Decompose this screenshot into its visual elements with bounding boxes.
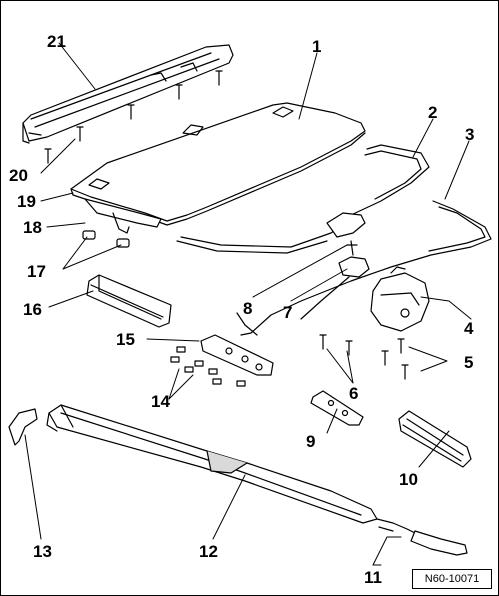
rear-seal-part [376,518,468,556]
motor-part [370,266,430,332]
callout-8: 8 [243,299,252,318]
callout-20: 20 [9,166,28,185]
callout-9: 9 [306,432,315,451]
callout-14: 14 [151,392,170,411]
front-bow-part [22,44,234,144]
callout-13: 13 [33,542,52,561]
front-seal-part [8,408,38,446]
callout-12: 12 [199,542,218,561]
callout-labels: 1 2 3 4 5 6 7 8 9 10 11 12 13 14 15 16 1… [9,32,474,587]
small-clips-part [170,346,246,387]
callout-5: 5 [464,353,473,372]
slide-part [310,390,364,426]
handle-block-part [86,274,172,328]
callout-11: 11 [364,568,382,587]
callout-21: 21 [47,32,66,51]
document-id: N60-10071 [412,569,492,589]
motor-bolts-part [319,334,409,380]
callout-6: 6 [349,384,358,403]
latch-part [84,198,162,234]
bracket-part [200,334,274,376]
callout-19: 19 [17,192,36,211]
callout-10: 10 [399,470,418,489]
callout-4: 4 [464,319,474,338]
callout-2: 2 [428,103,437,122]
callout-1: 1 [312,37,321,56]
main-rail-part [46,404,378,524]
guide-pins-part [82,230,130,248]
callout-16: 16 [23,300,42,319]
cover-panel-part [70,102,366,226]
leader-lines [24,42,472,566]
callout-7: 7 [283,303,292,322]
callout-17: 17 [27,262,46,281]
callout-3: 3 [465,125,474,144]
bow-screws-part [44,70,223,164]
callout-15: 15 [116,330,135,349]
callout-18: 18 [23,218,42,237]
drive-assembly-part [300,212,370,320]
side-guide-part [398,410,472,468]
